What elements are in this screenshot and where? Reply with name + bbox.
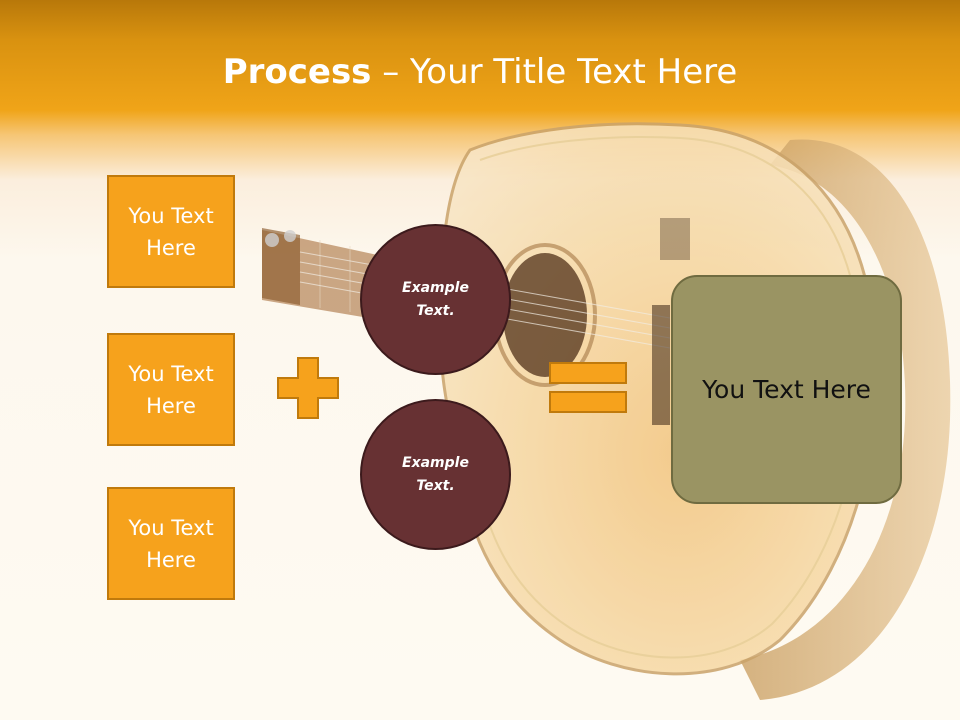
text-box-2: You Text Here <box>107 333 235 446</box>
example-circle-1: Example Text. <box>360 224 511 375</box>
slide-title: Process – Your Title Text Here <box>0 52 960 92</box>
result-box: You Text Here <box>671 275 902 504</box>
equals-sign-icon <box>549 362 627 413</box>
title-rest: – Your Title Text Here <box>371 52 738 92</box>
example-circle-2: Example Text. <box>360 399 511 550</box>
text-box-1: You Text Here <box>107 175 235 288</box>
title-bold: Process <box>222 52 372 92</box>
plus-sign-icon <box>277 357 339 419</box>
text-box-3: You Text Here <box>107 487 235 600</box>
